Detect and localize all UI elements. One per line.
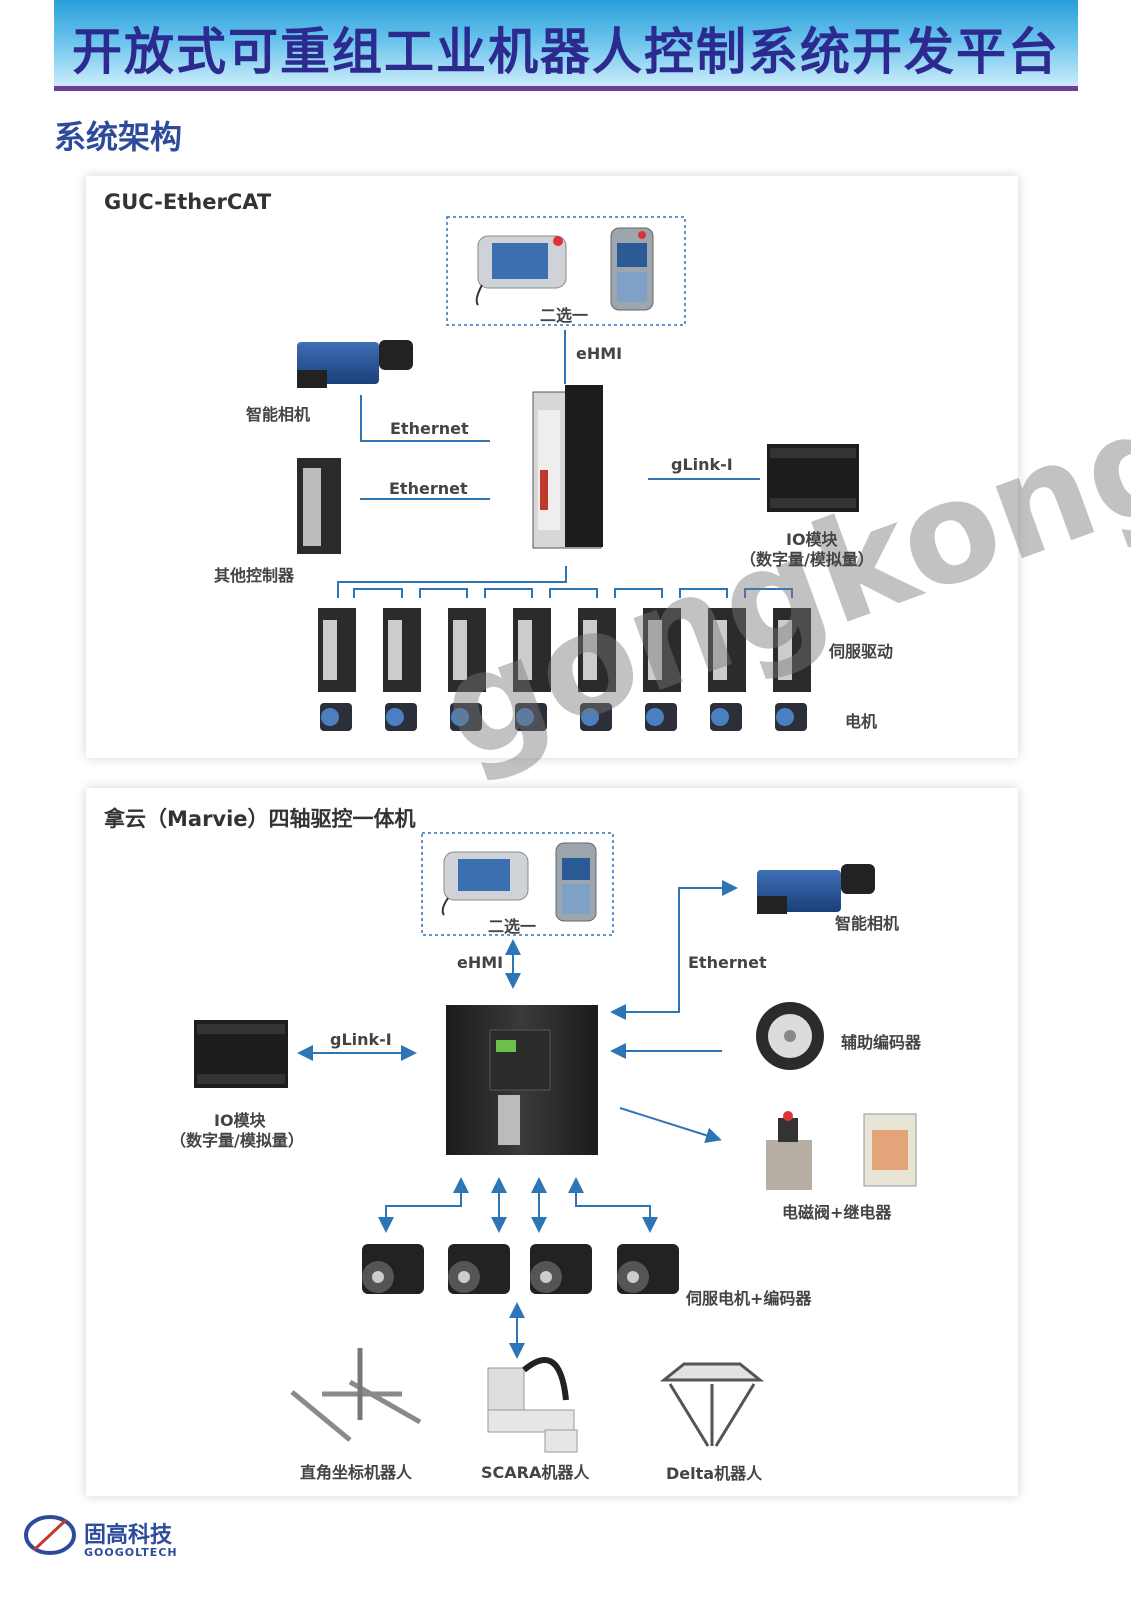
other-controller-device bbox=[297, 458, 341, 554]
io-module-2 bbox=[194, 1020, 288, 1088]
panel1-glink-label: gLink-I bbox=[671, 455, 733, 474]
servo-motor-3 bbox=[530, 1244, 592, 1294]
motor-5 bbox=[580, 703, 612, 731]
panel1-ethernet-top-label: Ethernet bbox=[390, 419, 469, 438]
logo-chinese-name: 固高科技 bbox=[84, 1523, 173, 1548]
smart-camera-1 bbox=[297, 340, 413, 388]
servo-drive-7 bbox=[708, 608, 746, 692]
panel1-ethernet-bottom-label: Ethernet bbox=[389, 479, 468, 498]
delta-robot-illustration bbox=[659, 1362, 765, 1447]
panel1-title: GUC-EtherCAT bbox=[104, 190, 272, 214]
servo-drive-5 bbox=[578, 608, 616, 692]
aux-encoder-device bbox=[756, 1002, 824, 1070]
motor-2 bbox=[385, 703, 417, 731]
panel1-camera-label: 智能相机 bbox=[246, 405, 311, 424]
io-module-1 bbox=[767, 444, 859, 512]
panel2-cartesian-robot-label: 直角坐标机器人 bbox=[300, 1463, 413, 1482]
panel2-ethernet-label: Ethernet bbox=[688, 953, 767, 972]
panel2-io-module-sub-label: （数字量/模拟量） bbox=[170, 1131, 304, 1150]
motor-1 bbox=[320, 703, 352, 731]
teach-pendant-tablet-1 bbox=[475, 235, 567, 306]
title-banner bbox=[54, 0, 1078, 88]
title-underline bbox=[54, 86, 1078, 91]
panel2-delta-robot-label: Delta机器人 bbox=[666, 1464, 763, 1483]
servo-drive-2 bbox=[383, 608, 421, 692]
servo-drive-1 bbox=[318, 608, 356, 692]
section-title: 系统架构 bbox=[54, 118, 183, 156]
servo-motor-1 bbox=[362, 1244, 424, 1294]
panel2-scara-robot-label: SCARA机器人 bbox=[481, 1463, 590, 1482]
motor-6 bbox=[645, 703, 677, 731]
panel2-title: 拿云（Marvie）四轴驱控一体机 bbox=[104, 807, 416, 831]
panel2-servo-motor-encoder-label: 伺服电机+编码器 bbox=[686, 1289, 812, 1308]
servo-motor-2 bbox=[448, 1244, 510, 1294]
marvie-controller bbox=[446, 1005, 598, 1155]
servo-drive-6 bbox=[643, 608, 681, 692]
panel1-io-module-label: IO模块 bbox=[786, 530, 838, 549]
solenoid-valve bbox=[766, 1111, 812, 1190]
panel2-io-module-label: IO模块 bbox=[214, 1111, 266, 1130]
panel2-camera-label: 智能相机 bbox=[835, 914, 900, 933]
servo-drive-3 bbox=[448, 608, 486, 692]
panel2-valve-relay-label: 电磁阀+继电器 bbox=[782, 1203, 892, 1222]
motor-8 bbox=[775, 703, 807, 731]
panel1-servo-drive-label: 伺服驱动 bbox=[829, 642, 894, 661]
scara-robot-illustration bbox=[487, 1357, 578, 1453]
teach-pendant-tablet-2 bbox=[441, 851, 529, 916]
panel2-ehmi-label: eHMI bbox=[457, 953, 504, 972]
panel1-other-controller-label: 其他控制器 bbox=[214, 566, 295, 585]
hmi-select-box-1 bbox=[446, 216, 686, 326]
teach-pendant-handheld-2 bbox=[555, 842, 597, 922]
logo-english-name: GOOGOLTECH bbox=[84, 1546, 178, 1559]
panel2-glink-label: gLink-I bbox=[330, 1030, 392, 1049]
panel1-motor-label: 电机 bbox=[845, 712, 878, 731]
smart-camera-2 bbox=[757, 864, 875, 914]
panel1-select-one-label: 二选一 bbox=[540, 306, 589, 325]
relay bbox=[863, 1113, 917, 1187]
servo-motor-4 bbox=[617, 1244, 679, 1294]
motor-3 bbox=[450, 703, 482, 731]
motor-7 bbox=[710, 703, 742, 731]
teach-pendant-handheld-1 bbox=[610, 227, 654, 311]
motor-4 bbox=[515, 703, 547, 731]
cartesian-robot-illustration bbox=[290, 1348, 422, 1442]
panel1-io-module-sub-label: （数字量/模拟量） bbox=[740, 550, 874, 569]
page-title: 开放式可重组工业机器人控制系统开发平台 bbox=[72, 23, 1060, 81]
servo-drive-4 bbox=[513, 608, 551, 692]
servo-drive-8 bbox=[773, 608, 811, 692]
panel1-ehmi-label: eHMI bbox=[576, 344, 623, 363]
guc-controller bbox=[532, 385, 603, 549]
panel2-aux-encoder-label: 辅助编码器 bbox=[841, 1033, 922, 1052]
panel2-select-one-label: 二选一 bbox=[488, 917, 537, 936]
